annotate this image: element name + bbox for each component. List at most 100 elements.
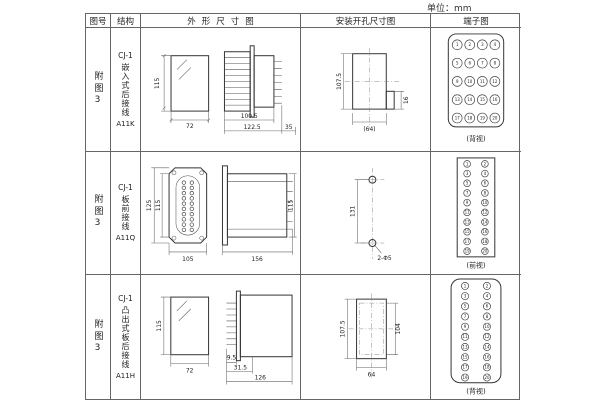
- dim-body-width: 100.5: [241, 113, 258, 120]
- terminal-number: 9: [456, 79, 459, 84]
- mounting-hole: [368, 175, 377, 184]
- terminal-circle: [481, 159, 489, 168]
- screw-hole: [171, 235, 177, 240]
- terminal-number: 19: [480, 115, 486, 120]
- terminal-number: 3: [466, 171, 469, 176]
- terminal-number: 1: [464, 284, 467, 289]
- terminal-number: 16: [482, 229, 488, 234]
- outline-drawing-a11k: 115 72 100.5 122.5 35: [154, 45, 296, 135]
- terminal-circle: [461, 333, 469, 342]
- terminal-number: 6: [469, 61, 472, 66]
- terminal-circle: [481, 179, 489, 187]
- model-label: CJ-1: [118, 294, 133, 304]
- dim-line: [224, 105, 296, 135]
- view-caption: (前视): [466, 260, 486, 269]
- outline-cell-a11h: 115 72 9.5 31.5 126: [141, 275, 301, 399]
- terminal-circle: [477, 94, 488, 106]
- centerlines: [360, 167, 385, 259]
- terminal-number: 14: [482, 219, 488, 224]
- centerlines: [344, 47, 401, 129]
- front-view-a11q: 125 115 105: [146, 166, 208, 262]
- terminal-circle: [464, 57, 476, 69]
- screw-hole: [199, 235, 204, 240]
- dim-inner-height: 115: [155, 199, 162, 211]
- terminal-circle: [483, 302, 491, 311]
- fig-no-label: 附图3: [92, 70, 103, 108]
- terminal-number: 8: [486, 314, 489, 319]
- terminal-circle: [181, 227, 187, 232]
- terminal-circle: [181, 201, 187, 206]
- terminal-number: 2: [484, 161, 487, 166]
- front-view-outline: [168, 166, 208, 244]
- terminal-number: 11: [462, 335, 468, 340]
- dim-terminal-depth: 35: [285, 124, 293, 131]
- terminal-number: 18: [484, 365, 490, 370]
- dim-line: [288, 173, 297, 238]
- mounting-drawing-a11h: 107.5 104 64: [340, 293, 402, 379]
- terminal-circle: [477, 39, 488, 51]
- terminal-number: 11: [465, 209, 471, 214]
- col-header-mounting-label: 安装开孔尺寸图: [335, 16, 396, 27]
- terminal-circle: [189, 206, 194, 211]
- view-caption: (背视): [466, 134, 486, 143]
- terminal-circle: [463, 188, 471, 197]
- terminal-block-outline: [456, 157, 496, 258]
- terminal-circle: [477, 112, 488, 124]
- terminal-circle: [463, 247, 471, 255]
- terminal-circle: [461, 373, 469, 382]
- terminal-number: 2: [486, 284, 489, 289]
- flange-outline: [249, 45, 255, 118]
- col-header-fig-no-label: 图号: [89, 16, 107, 27]
- dim-line: [394, 91, 405, 110]
- terminal-circle: [481, 198, 489, 207]
- outline-cell-a11q: 125 115 105 156 115: [141, 151, 301, 276]
- model-label: CJ-1: [118, 50, 133, 60]
- terminal-number: 2: [469, 42, 472, 47]
- dim-line: [226, 357, 293, 385]
- terminal-number: 5: [466, 180, 469, 185]
- terminal-number: 1: [466, 161, 469, 166]
- terminal-number: 8: [484, 190, 487, 195]
- mounting-drawing-a11q: 131 2-Φ5: [350, 167, 392, 261]
- code-label: A11K: [116, 119, 135, 128]
- mounting-cell-a11h: 107.5 104 64: [301, 275, 431, 399]
- terminal-circle: [463, 198, 471, 207]
- terminal-number: 7: [464, 314, 467, 319]
- terminal-number: 4: [494, 42, 497, 47]
- terminal-circle: [483, 312, 491, 321]
- dim-line: [352, 113, 387, 125]
- terminal-circle: [483, 282, 491, 291]
- col-header-outline: 外形尺寸图: [141, 14, 301, 28]
- structure-cell-a11h: CJ-1 凸出式板后接线 A11H: [111, 275, 141, 399]
- terminal-circle: [461, 343, 469, 352]
- terminal-number: 17: [455, 115, 461, 120]
- terminal-circle: [451, 57, 463, 69]
- terminal-circle: [481, 227, 489, 236]
- terminal-pins: [273, 61, 282, 104]
- code-label: A11H: [116, 372, 135, 381]
- terminal-studs: [226, 303, 237, 346]
- terminal-circle: [461, 282, 469, 291]
- flange-outline: [221, 165, 228, 246]
- terminal-circle: [489, 39, 501, 51]
- terminal-circle: [181, 222, 187, 227]
- terminal-number: 17: [465, 238, 471, 243]
- terminal-circle: [461, 302, 469, 311]
- terminal-circle: [481, 169, 489, 177]
- terminal-number: 14: [484, 345, 490, 350]
- terminal-number: 7: [481, 61, 484, 66]
- dim-rear-depth: 31.5: [234, 365, 247, 372]
- terminal-circle: [461, 312, 469, 321]
- terminal-circle: [463, 237, 471, 245]
- dim-line: [386, 303, 399, 356]
- terminal-circle: [483, 323, 491, 331]
- dim-line: [160, 297, 171, 356]
- mount-type-label: 凸出式板后接线: [121, 306, 130, 370]
- terminal-circle: [489, 57, 501, 69]
- dim-body-length: 156: [251, 255, 263, 262]
- terminal-number: 9: [466, 200, 469, 205]
